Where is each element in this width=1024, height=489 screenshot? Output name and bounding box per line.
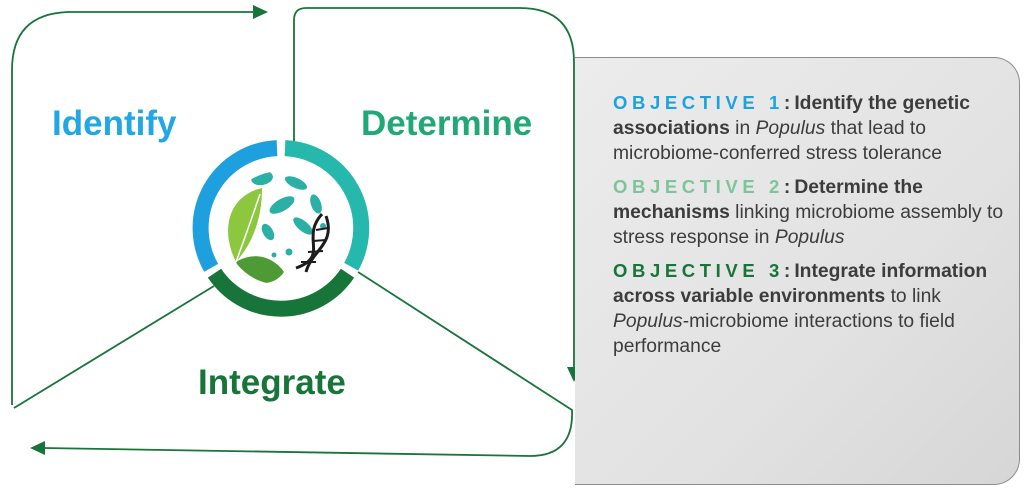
objectives-list: OBJECTIVE 1:Identify the genetic associa…: [613, 90, 1013, 367]
objective-2-bold: Determine the mechanisms: [613, 177, 923, 223]
objective-3-text-b: -microbiome interactions to field perfor…: [613, 311, 955, 357]
arrowhead-right: [253, 5, 268, 19]
arrowhead-left: [30, 441, 45, 455]
objective-1-bold: Identify the genetic associations: [613, 93, 971, 139]
objective-3-bold: Integrate information across variable en…: [613, 261, 988, 307]
arrow-determine-to-integrate: [293, 7, 575, 368]
objective-1-text-b: that lead to microbiome-conferred stress…: [613, 118, 942, 164]
central-logo: [192, 140, 370, 317]
divider-line-integrate: [13, 285, 215, 409]
arrow-integrate-to-identify: [43, 271, 573, 457]
ring-segment-green: [207, 268, 355, 317]
dna-icon: [295, 212, 330, 273]
objective-1-label: OBJECTIVE 1: [613, 92, 784, 113]
objective-3-label: OBJECTIVE 3: [613, 260, 784, 281]
objective-2-species: Populus: [774, 227, 845, 248]
ring-segment-blue: [192, 140, 278, 272]
objective-2: OBJECTIVE 2:Determine the mechanisms lin…: [613, 176, 1004, 248]
objective-3: OBJECTIVE 3:Integrate information across…: [613, 260, 988, 357]
objective-1-text-a: in: [729, 118, 756, 139]
objective-2-label: OBJECTIVE 2: [613, 176, 784, 197]
objective-3-text-a: to link: [885, 286, 941, 307]
objective-1-species: Populus: [755, 118, 826, 139]
objective-3-species: Populus: [613, 311, 683, 332]
objectives-panel: [575, 57, 1020, 485]
phase-label-identify: Identify: [52, 104, 177, 143]
objective-1: OBJECTIVE 1:Identify the genetic associa…: [613, 92, 971, 164]
cycle-arrows: [11, 7, 575, 457]
objective-2-text-a: linking microbiome assembly to stress re…: [613, 202, 1004, 248]
phase-label-determine: Determine: [361, 104, 533, 143]
phase-label-integrate: Integrate: [198, 363, 346, 402]
ring-segment-teal: [284, 140, 370, 271]
arrow-identify-to-determine: [11, 11, 255, 405]
